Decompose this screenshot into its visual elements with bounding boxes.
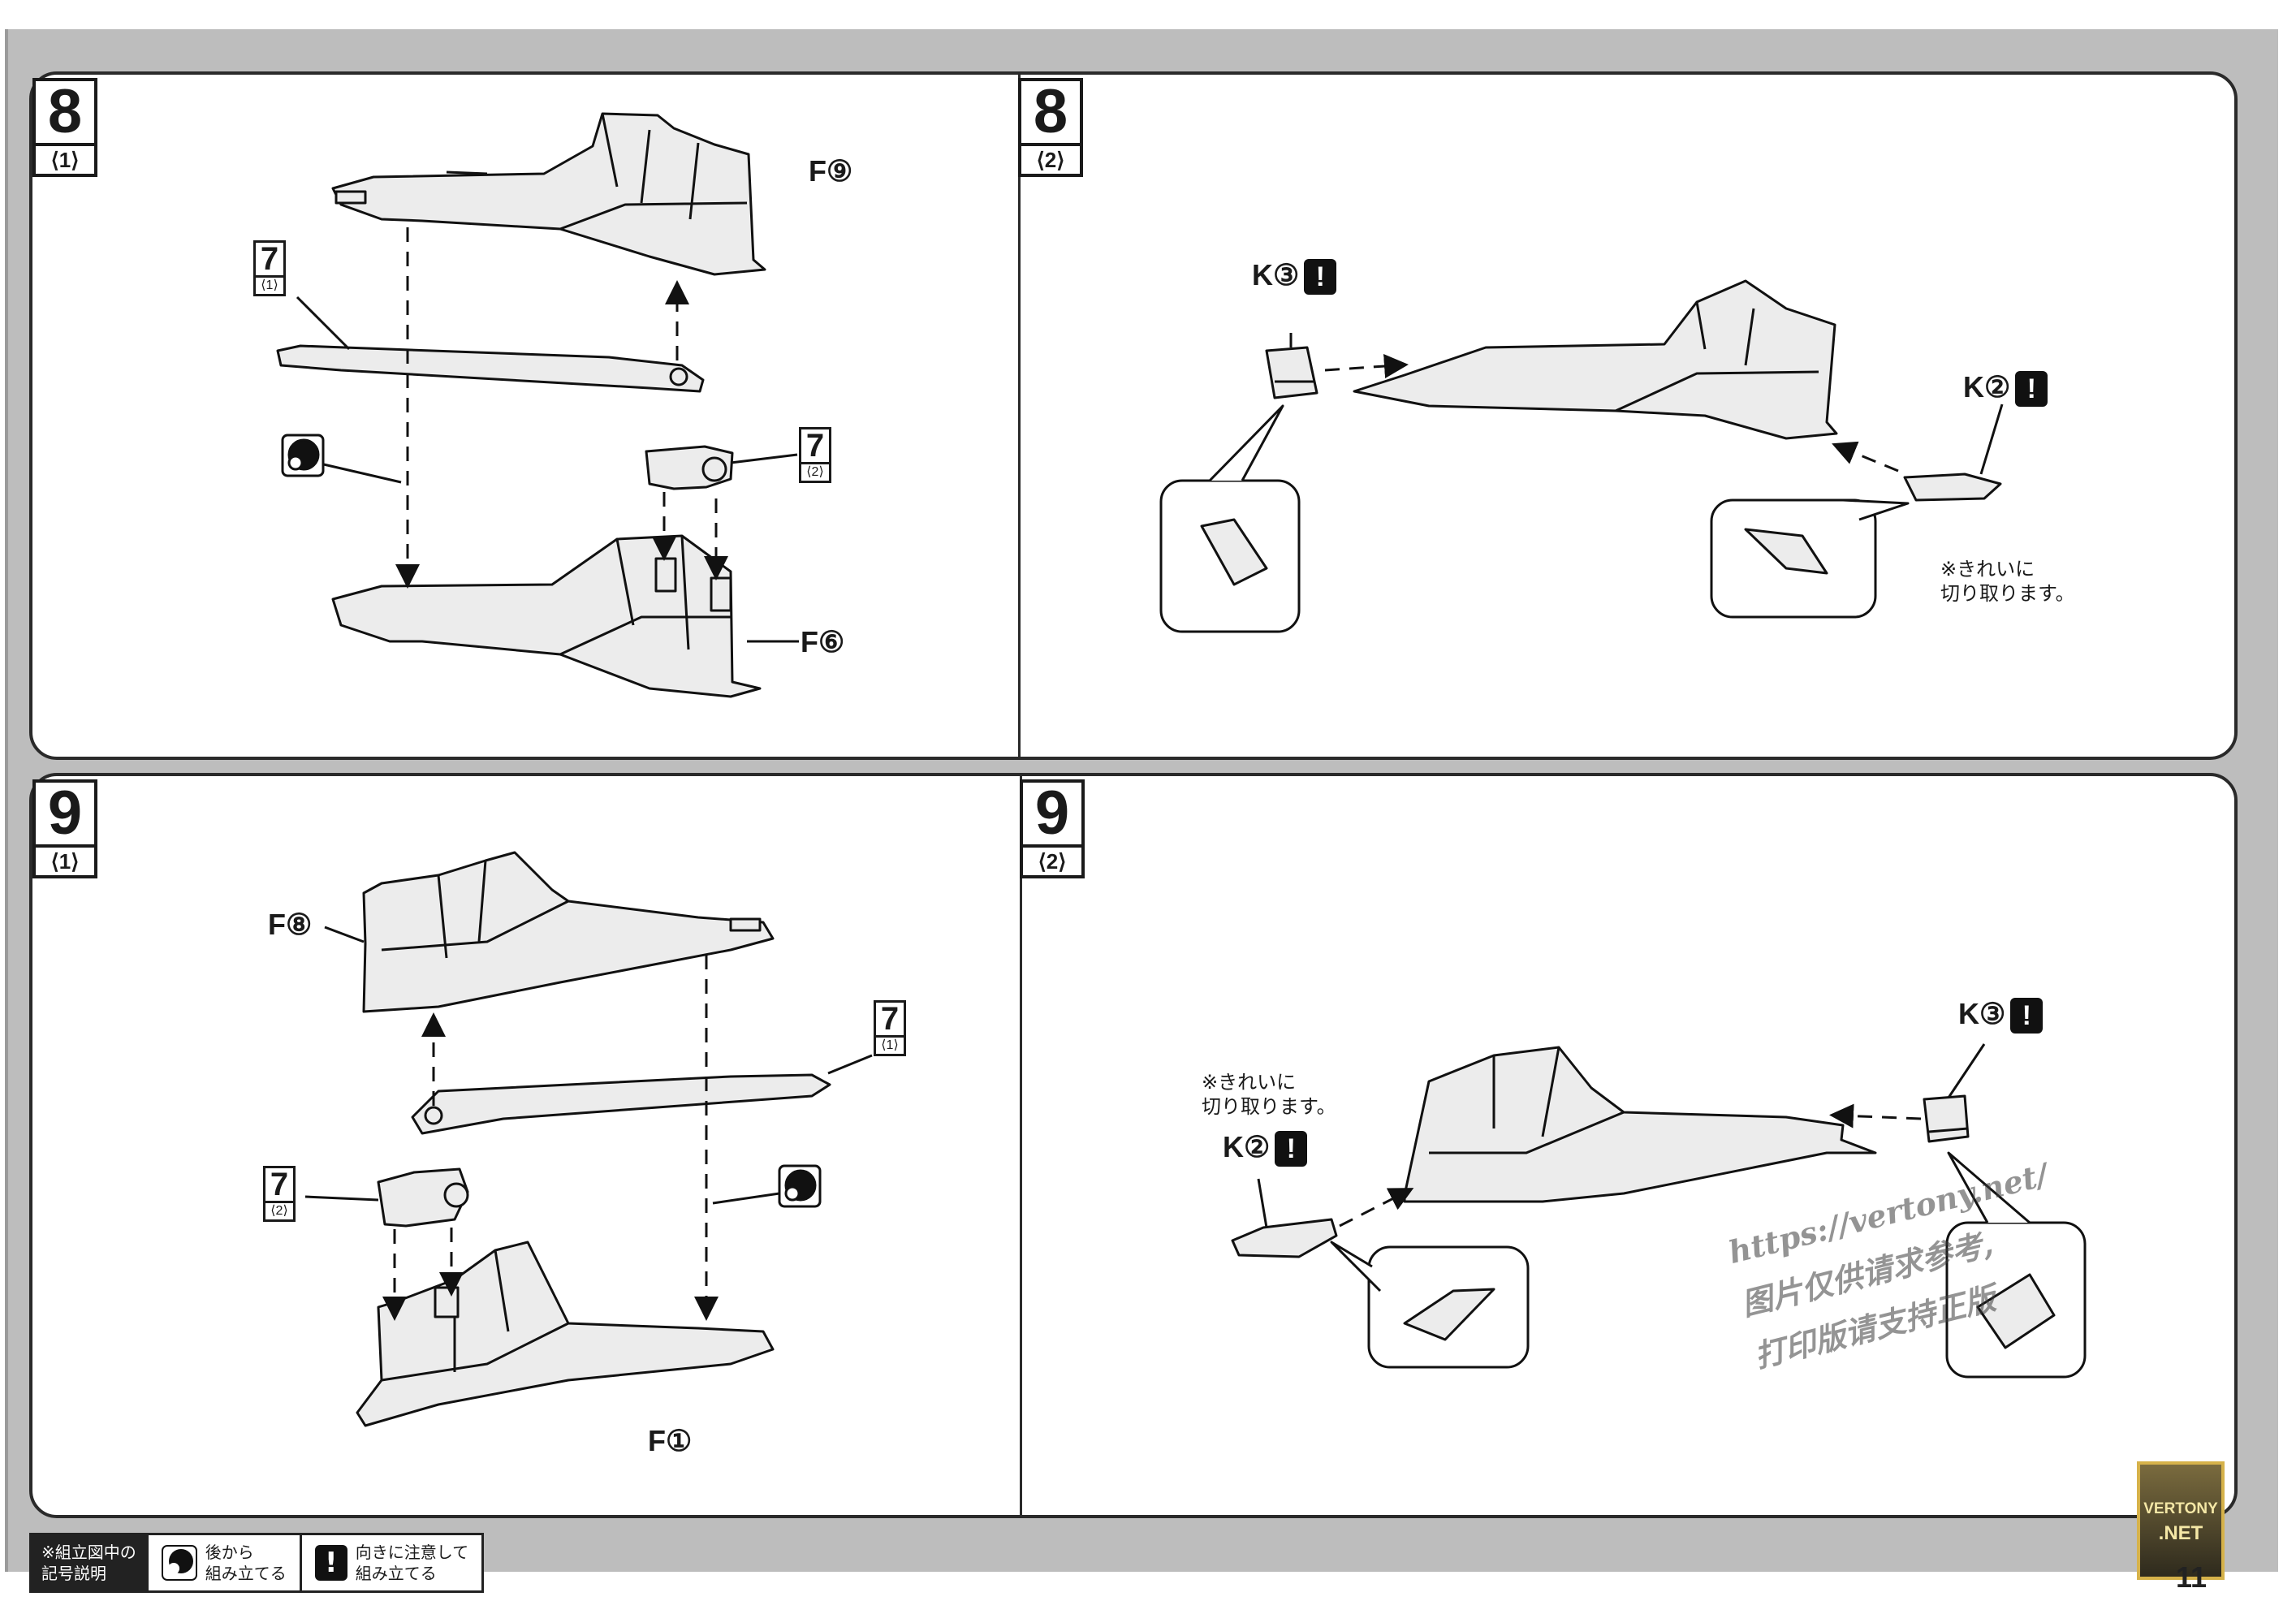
- wing-part-assembled-9: [1403, 1046, 1877, 1203]
- caution-direction-icon: !: [2015, 371, 2048, 408]
- part-label-k2: K②!: [1223, 1130, 1308, 1167]
- assemble-later-marker-9: [778, 1164, 822, 1208]
- ref-number: 7: [874, 1000, 906, 1035]
- part-label-f9: F⑨: [809, 154, 853, 188]
- part-label-f6: F⑥: [801, 625, 845, 658]
- small-part-k2-8: [1903, 473, 2002, 502]
- step-badge-9-2: 9 ⟨2⟩: [1020, 779, 1085, 878]
- logo-line: .NET: [2158, 1522, 2203, 1544]
- legend-text: 向きに注意して 組み立てる: [355, 1543, 469, 1583]
- wing-part-f8: [362, 851, 775, 1013]
- part-label-text: K③: [1958, 997, 2006, 1030]
- callout-bubble-8-right: [1710, 498, 1910, 619]
- part-label-text: K②: [1223, 1130, 1271, 1163]
- joint-part-7-2: [645, 445, 734, 490]
- ref-step-7-2: 7 ⟨2⟩: [799, 427, 831, 483]
- ref-sub: ⟨2⟩: [263, 1201, 296, 1222]
- step-badge-8-1: 8 ⟨1⟩: [32, 78, 97, 177]
- ref-sub: ⟨2⟩: [799, 462, 831, 483]
- ref-number: 7: [253, 240, 286, 275]
- callout-bubble-8-left: [1159, 404, 1301, 633]
- caution-direction-icon: !: [314, 1545, 347, 1581]
- ref-sub: ⟨1⟩: [253, 275, 286, 296]
- small-part-k3-8: [1265, 346, 1318, 399]
- part-label-k2: K②!: [1963, 370, 2048, 408]
- step-badge-8-2: 8 ⟨2⟩: [1018, 78, 1083, 177]
- legend-item-assemble-later: 後から 組み立てる: [145, 1535, 300, 1590]
- page-number: 11: [2176, 1560, 2208, 1594]
- wing-part-assembled-8: [1353, 279, 1838, 440]
- assemble-later-marker-8: [281, 434, 325, 477]
- base-part-f6: [331, 534, 762, 698]
- joint-part-7-2-b: [377, 1167, 469, 1228]
- step-number: 8: [32, 78, 97, 143]
- step-badge-9-1: 9 ⟨1⟩: [32, 779, 97, 878]
- part-label-text: K③: [1252, 258, 1300, 291]
- part-label-f1: F①: [648, 1424, 693, 1457]
- ref-step-7-1: 7 ⟨1⟩: [253, 240, 286, 296]
- small-part-k2-9: [1231, 1218, 1338, 1258]
- panel-divider: [1020, 776, 1022, 1515]
- symbol-legend: ※組立図中の 記号説明 後から 組み立てる ! 向きに注意して 組み立てる: [29, 1533, 485, 1593]
- wing-part-f9: [331, 112, 766, 276]
- part-label-k3: K③!: [1252, 258, 1337, 296]
- ref-sub: ⟨1⟩: [874, 1035, 906, 1056]
- part-label-f8: F⑧: [268, 908, 313, 941]
- caution-direction-icon: !: [1304, 259, 1337, 296]
- step-number: 9: [1020, 779, 1085, 844]
- assemble-later-icon: [161, 1545, 197, 1581]
- ref-step-7-2: 7 ⟨2⟩: [263, 1166, 296, 1222]
- step-number: 9: [32, 779, 97, 844]
- step-sub: ⟨2⟩: [1020, 844, 1085, 878]
- note-cut-cleanly: ※きれいに 切り取ります。: [1940, 558, 2075, 605]
- caution-direction-icon: !: [2010, 998, 2044, 1034]
- legend-item-caution-direction: ! 向きに注意して 組み立てる: [299, 1535, 481, 1590]
- caution-direction-icon: !: [1275, 1131, 1308, 1167]
- step-number: 8: [1018, 78, 1083, 143]
- legend-title: ※組立図中の 記号説明: [32, 1535, 146, 1590]
- part-label-k3: K③!: [1958, 997, 2044, 1034]
- step-sub: ⟨1⟩: [32, 844, 97, 878]
- callout-bubble-9-left: [1330, 1241, 1530, 1369]
- legend-text: 後から 組み立てる: [205, 1543, 287, 1583]
- ref-number: 7: [263, 1166, 296, 1201]
- panel-divider: [1018, 75, 1021, 757]
- step-sub: ⟨2⟩: [1018, 143, 1083, 177]
- step-sub: ⟨1⟩: [32, 143, 97, 177]
- vertony-logo: VERTONY .NET: [2137, 1461, 2225, 1580]
- logo-line: VERTONY: [2143, 1500, 2218, 1517]
- base-part-f1: [356, 1241, 775, 1427]
- small-part-k3-9: [1923, 1094, 1970, 1143]
- ref-number: 7: [799, 427, 831, 462]
- callout-bubble-9-right: [1945, 1151, 2087, 1379]
- note-cut-cleanly: ※きれいに 切り取ります。: [1202, 1071, 1336, 1118]
- frame-part-7-1-b: [411, 1073, 831, 1135]
- ref-step-7-1: 7 ⟨1⟩: [874, 1000, 906, 1056]
- part-label-text: K②: [1963, 370, 2011, 403]
- frame-part-7-1: [276, 344, 705, 393]
